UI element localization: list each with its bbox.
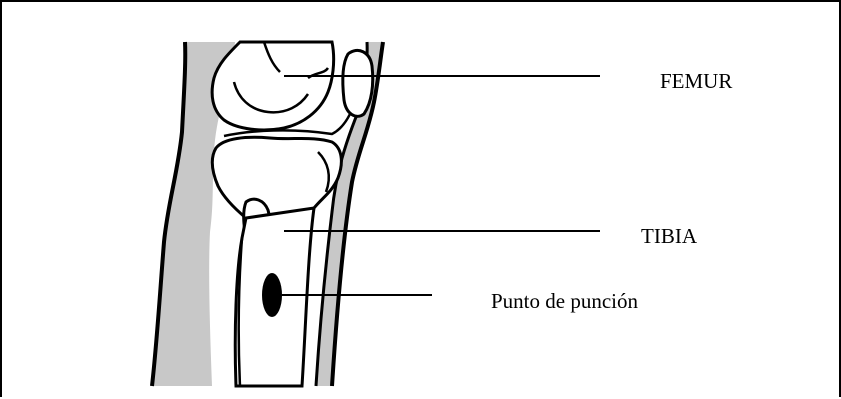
- patella-bone: [343, 50, 373, 116]
- puncture-point-marker: [262, 273, 282, 317]
- femur-bone: [212, 42, 334, 130]
- puncture-point-label: Punto de punción: [491, 291, 638, 312]
- tibia-plateau: [212, 137, 341, 218]
- tibia-label: TIBIA: [641, 226, 697, 247]
- femur-label: FEMUR: [660, 71, 732, 92]
